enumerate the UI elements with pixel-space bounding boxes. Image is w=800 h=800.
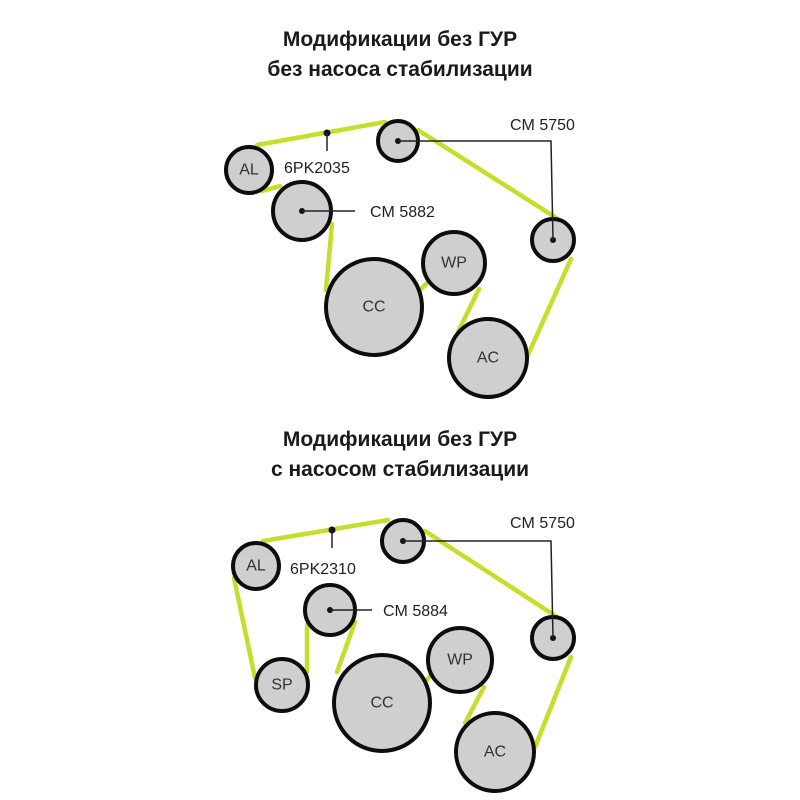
- pulley-wp-label: WP: [447, 652, 473, 669]
- belt-label: 6PK2035: [284, 160, 350, 177]
- diagram-2-title: Модификации без ГУР с насосом стабилизац…: [0, 425, 800, 485]
- pulley-cc: [332, 653, 432, 753]
- diagram-1-title: Модификации без ГУР без насоса стабилиза…: [0, 25, 800, 85]
- pulley-wp: [426, 626, 494, 694]
- pulley-wp: [421, 230, 487, 296]
- pulley-al: [224, 145, 274, 195]
- pulley-ac: [447, 317, 529, 399]
- diagram-2: AL SP CC WP AC 6PK2310 CM 5884 CM 5750: [231, 515, 576, 793]
- diagram-1-title-line2: без насоса стабилизации: [267, 58, 533, 81]
- tensioner-label: CM 5884: [383, 603, 448, 620]
- pulley-al-label: AL: [239, 162, 259, 179]
- belt-1: [254, 119, 574, 360]
- pulley-cc: [324, 257, 424, 357]
- pulley-ac-label: AC: [484, 744, 506, 761]
- diagram-2-title-line2: с насосом стабилизации: [270, 458, 530, 481]
- pulley-cc-label: CC: [370, 695, 393, 712]
- tensioner-label: CM 5882: [370, 204, 435, 221]
- pulley-sp: [254, 657, 310, 713]
- belt-2: [231, 517, 574, 750]
- idler-leader-line: [403, 540, 554, 639]
- pulley-cc-label: CC: [362, 299, 385, 316]
- idler-label: CM 5750: [510, 117, 575, 134]
- pulley-ac-label: AC: [477, 350, 499, 367]
- belt-label: 6PK2310: [290, 561, 356, 578]
- idler-leader-line: [398, 140, 554, 241]
- diagram-1-title-line1: Модификации без ГУР: [282, 28, 518, 51]
- idler-label: CM 5750: [510, 515, 575, 532]
- pulley-ac: [454, 711, 536, 793]
- diagram-1: AL CC WP AC 6PK2035 CM 5882 CM 5750: [224, 117, 576, 399]
- pulley-al-label: AL: [246, 558, 266, 575]
- pulley-al: [231, 541, 281, 591]
- pulley-wp-label: WP: [441, 255, 467, 272]
- pulley-sp-label: SP: [271, 677, 292, 694]
- diagram-2-title-line1: Модификации без ГУР: [282, 428, 518, 451]
